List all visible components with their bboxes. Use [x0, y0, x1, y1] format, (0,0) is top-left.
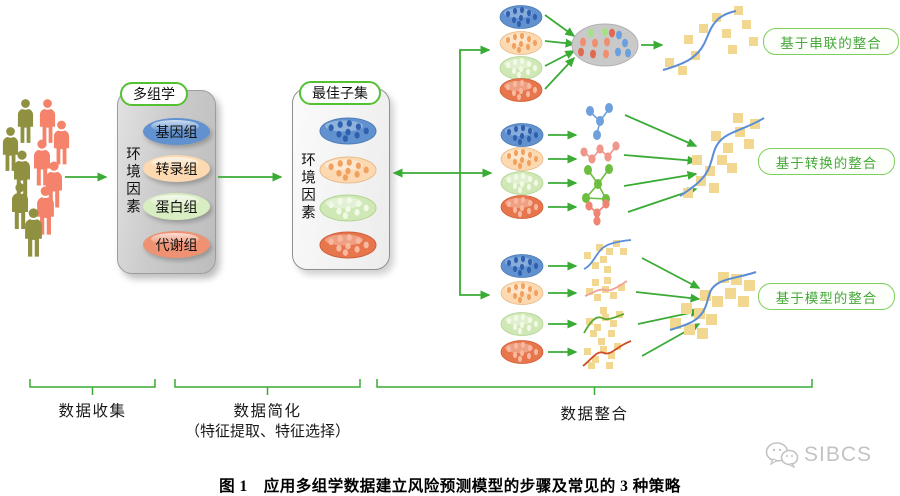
- omics-layer-transcriptome: 转录组: [143, 155, 210, 182]
- stage-label-collection: 数据收集: [58, 403, 127, 420]
- fan-arrows-1: [544, 14, 576, 90]
- omics-layer-proteome: 蛋白组: [143, 193, 210, 220]
- stage-sublabel-reduction: （特征提取、特征选择）: [184, 424, 350, 440]
- arrows-to-networks: [548, 130, 578, 212]
- prediction-plot-2: [679, 113, 765, 198]
- stage-label-reduction: 数据简化: [233, 403, 302, 420]
- strategy-label-concatenation: 基于串联的整合: [763, 28, 899, 55]
- proteome-label: 蛋白组: [155, 200, 198, 216]
- bracket-collection: [29, 379, 156, 395]
- wechat-icon: [765, 442, 799, 469]
- omics-layer-metabolome: 代谢组: [143, 231, 210, 258]
- strategy-branch-connector: [459, 45, 491, 300]
- bracket-integration: [376, 379, 813, 395]
- strategy-transformation-row: [501, 103, 765, 226]
- stage-brackets: [29, 379, 813, 395]
- omics-data-ovals-3: [501, 255, 543, 364]
- figure-caption: 图 1 应用多组学数据建立风险预测模型的步骤及常见的 3 种策略: [219, 478, 681, 495]
- strategy-label-model: 基于模型的整合: [758, 283, 895, 310]
- genome-label: 基因组: [155, 125, 198, 141]
- omics-data-ovals-1: [500, 6, 542, 102]
- sibcs-logo: SIBCS: [765, 441, 872, 469]
- subset-ovals: [319, 117, 377, 259]
- transcriptome-label: 转录组: [155, 162, 198, 178]
- multi-omics-title-text: 多组学: [133, 88, 175, 103]
- prediction-plot-1: [662, 6, 758, 75]
- best-subset-box-title: 最佳子集: [299, 81, 381, 105]
- multi-omics-box-title: 多组学: [120, 82, 188, 106]
- arrows-to-models: [548, 261, 578, 357]
- model-text: 基于模型的整合: [775, 290, 878, 306]
- strategy-model-row: [501, 239, 757, 369]
- sibcs-text: SIBCS: [804, 443, 873, 466]
- network-glyphs: [580, 103, 620, 226]
- concatenated-matrix-oval: [571, 23, 639, 67]
- omics-data-ovals-2: [501, 124, 543, 219]
- metabolome-label: 代谢组: [155, 238, 198, 254]
- best-subset-title-text: 最佳子集: [312, 87, 368, 102]
- environment-factors-label-omics: 环境因素: [124, 146, 140, 216]
- concatenation-text: 基于串联的整合: [780, 35, 882, 51]
- per-omics-model-plots: [582, 239, 632, 369]
- study-population-icon: [2, 99, 70, 257]
- strategy-concatenation-row: [500, 6, 758, 102]
- stage-label-integration: 数据整合: [560, 406, 629, 423]
- prediction-plot-3: [669, 271, 757, 339]
- omics-layer-genome: 基因组: [143, 118, 210, 145]
- bracket-reduction: [174, 379, 361, 395]
- strategy-label-transformation: 基于转换的整合: [758, 148, 895, 175]
- environment-factors-label-subset: 环境因素: [299, 152, 315, 222]
- transformation-text: 基于转换的整合: [775, 155, 878, 171]
